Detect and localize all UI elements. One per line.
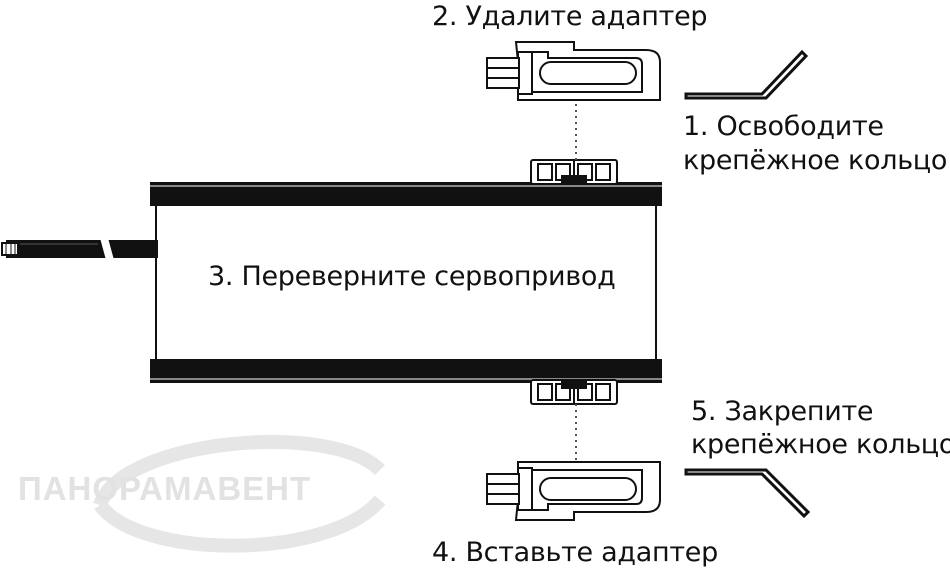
step-4-label: 4. Вставьте адаптер (432, 537, 718, 568)
top-adapter (486, 41, 661, 101)
step-1-label-line-1: 1. Освободите (683, 111, 884, 142)
step-3-label: 3. Переверните сервопривод (208, 261, 616, 292)
step-2-label: 2. Удалите адаптер (432, 1, 708, 32)
retaining-ring-bottom (684, 468, 811, 519)
step-1-label-line-2: крепёжное кольцо (683, 145, 948, 176)
step-5-label-line-1: 5. Закрепите (691, 396, 874, 427)
bottom-adapter (486, 461, 661, 521)
watermark-logo (93, 434, 386, 553)
servo-actuator-body (150, 182, 662, 383)
watermark-text: ПАНОРАМАВЕНТ (18, 470, 312, 507)
bottom-clamp (530, 379, 618, 405)
step-5-label-line-2: крепёжное кольцо (691, 429, 950, 460)
top-clamp (530, 159, 618, 185)
retaining-ring-top (684, 49, 809, 100)
output-shaft (1, 238, 158, 260)
